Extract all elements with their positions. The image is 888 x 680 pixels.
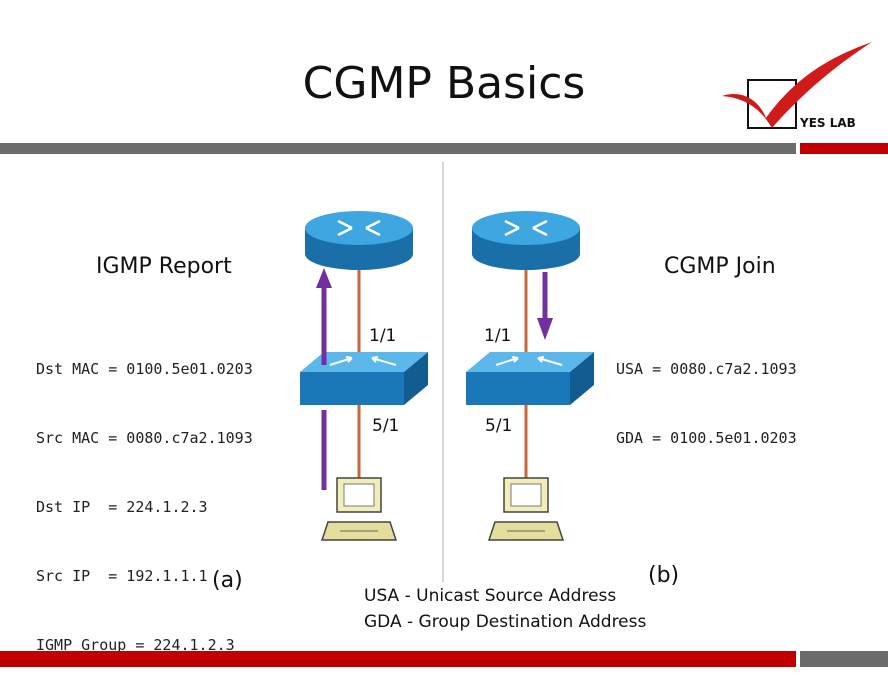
- right-field-gda: GDA = 0100.5e01.0203: [616, 429, 797, 447]
- top-bar: [0, 143, 796, 154]
- left-port-down: 5/1: [372, 416, 400, 436]
- left-switch-icon: [300, 352, 428, 405]
- right-switch-icon: [466, 352, 594, 405]
- right-router-icon: [472, 211, 580, 270]
- right-port-up: 1/1: [484, 326, 512, 346]
- left-host-icon: [320, 477, 398, 541]
- left-topology: [300, 211, 428, 541]
- bottom-bar: [0, 651, 796, 667]
- bottom-bar-accent: [800, 651, 888, 667]
- right-caption: (b): [648, 563, 680, 588]
- left-field-igmp-group: IGMP Group = 224.1.2.3: [36, 636, 235, 654]
- left-field-list: Dst MAC = 0100.5e01.0203 Src MAC = 0080.…: [36, 312, 253, 680]
- legend-usa: USA - Unicast Source Address: [364, 586, 617, 606]
- right-port-down: 5/1: [485, 416, 513, 436]
- left-field-dst-mac: Dst MAC = 0100.5e01.0203: [36, 360, 253, 378]
- right-host-icon: [487, 477, 565, 541]
- right-down-arrow: [537, 272, 553, 340]
- center-divider: [442, 162, 444, 582]
- left-caption: (a): [212, 568, 243, 593]
- left-up-arrow: [316, 268, 332, 490]
- left-heading: IGMP Report: [96, 254, 232, 279]
- right-field-usa: USA = 0080.c7a2.1093: [616, 360, 797, 378]
- yes-lab-logo: [722, 42, 872, 129]
- left-port-up: 1/1: [369, 326, 397, 346]
- left-field-src-ip: Src IP = 192.1.1.1: [36, 567, 208, 585]
- right-topology: [466, 211, 594, 541]
- left-field-src-mac: Src MAC = 0080.c7a2.1093: [36, 429, 253, 447]
- logo-text: YES LAB: [800, 116, 856, 130]
- legend-gda: GDA - Group Destination Address: [364, 612, 647, 632]
- top-bar-accent: [800, 143, 888, 154]
- right-heading: CGMP Join: [664, 254, 776, 279]
- left-field-dst-ip: Dst IP = 224.1.2.3: [36, 498, 208, 516]
- right-field-list: USA = 0080.c7a2.1093 GDA = 0100.5e01.020…: [616, 312, 797, 473]
- slide-title: CGMP Basics: [302, 58, 586, 109]
- logo-check-icon: [722, 42, 872, 128]
- left-router-icon: [305, 211, 413, 270]
